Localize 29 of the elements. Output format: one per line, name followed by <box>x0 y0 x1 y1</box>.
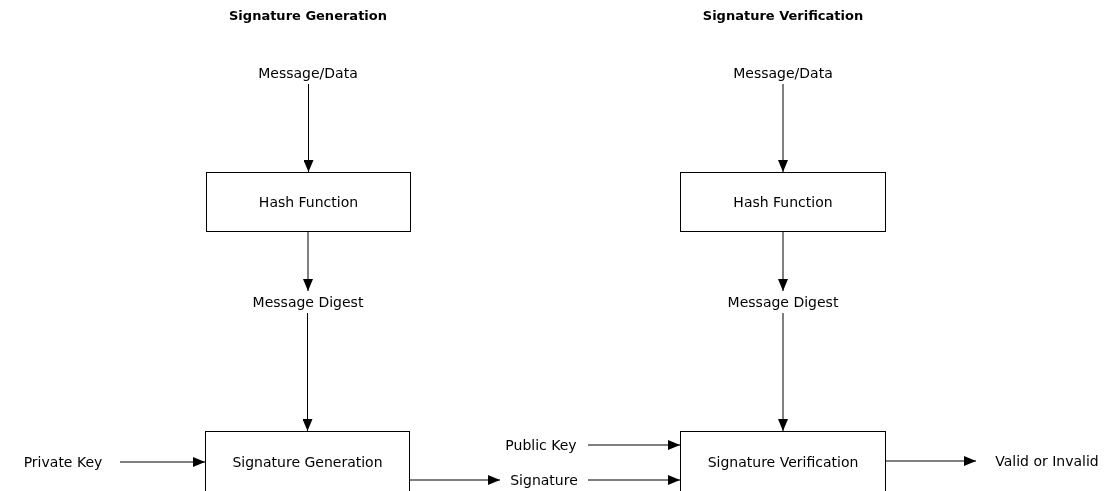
flow-label: Valid or Invalid <box>995 453 1099 469</box>
process-box <box>680 172 886 232</box>
flow-label: Message Digest <box>252 294 364 310</box>
section-heading: Signature Verification <box>702 8 864 23</box>
flow-label: Private Key <box>23 454 103 470</box>
flow-label: Message/Data <box>733 65 833 81</box>
arrow <box>119 457 206 467</box>
flow-label: Message/Data <box>258 65 358 81</box>
flow-label: Public Key <box>505 437 577 453</box>
box-label: Signature Generation <box>232 453 383 470</box>
box-label: Signature Verification <box>707 453 859 470</box>
arrow <box>303 231 313 292</box>
arrow <box>587 475 681 485</box>
box-label: Hash Function <box>258 194 359 210</box>
arrow <box>778 231 788 292</box>
flow-label: Message Digest <box>727 294 839 310</box>
process-box <box>205 431 410 491</box>
process-box <box>206 172 411 232</box>
arrow <box>303 83 314 173</box>
process-box <box>680 431 886 491</box>
arrow <box>409 475 501 485</box>
arrow <box>885 456 977 466</box>
box-label: Hash Function <box>733 194 833 210</box>
flow-label: Signature <box>510 471 578 488</box>
arrow <box>778 312 788 432</box>
section-heading: Signature Generation <box>229 8 387 23</box>
arrow <box>302 312 313 432</box>
arrow <box>587 440 681 450</box>
arrow <box>778 83 788 173</box>
